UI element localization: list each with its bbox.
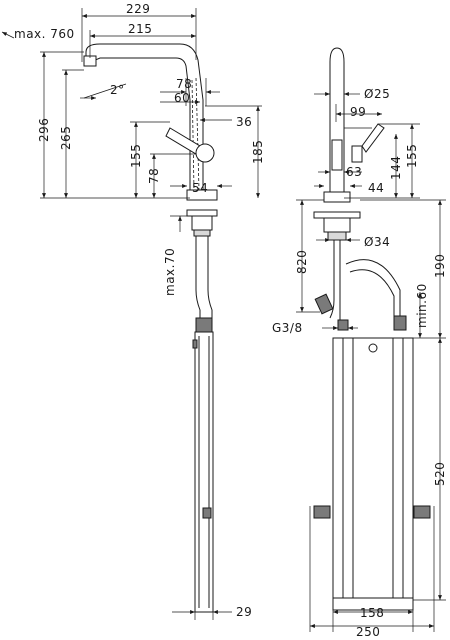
label-190: 190 (433, 254, 447, 278)
side-mount-plate (186, 209, 218, 217)
dimension-lines (1, 8, 446, 632)
side-handle-knob (195, 143, 215, 163)
side-handle (165, 127, 201, 155)
front-box (332, 337, 414, 601)
label-max-70: max.70 (163, 248, 177, 296)
label-dia-34: Ø34 (364, 235, 390, 249)
label-296: 296 (37, 118, 51, 142)
label-29: 29 (236, 605, 252, 619)
label-60: 60 (174, 91, 190, 105)
label-44: 44 (368, 181, 384, 195)
label-155-left: 155 (129, 144, 143, 168)
label-820: 820 (295, 250, 309, 274)
side-box (194, 331, 214, 613)
front-base (323, 191, 351, 203)
label-185: 185 (251, 140, 265, 164)
label-max-760: max. 760 (14, 27, 75, 41)
label-520: 520 (433, 462, 447, 486)
label-78-left: 78 (147, 168, 161, 184)
label-2-deg: 2° (110, 83, 125, 97)
front-handle (351, 145, 363, 163)
label-78-top: 78 (176, 77, 192, 91)
label-250: 250 (356, 625, 380, 639)
dimension-labels: 229 215 max. 760 2° 78 60 36 296 265 185… (14, 2, 447, 639)
side-view (83, 43, 218, 613)
label-g38: G3/8 (272, 321, 303, 335)
label-144: 144 (389, 156, 403, 180)
label-229: 229 (126, 2, 150, 16)
label-min-60: min.60 (415, 283, 429, 328)
side-base (186, 189, 218, 201)
front-hose-loop (345, 259, 401, 320)
label-54: 54 (192, 181, 208, 195)
front-view (313, 47, 431, 611)
label-dia-25: Ø25 (364, 87, 390, 101)
label-63: 63 (346, 165, 362, 179)
side-hose-dashed (195, 77, 200, 191)
label-155-right: 155 (405, 144, 419, 168)
label-36: 36 (236, 115, 252, 129)
label-158: 158 (360, 606, 384, 620)
side-spout (85, 43, 204, 191)
label-265: 265 (59, 126, 73, 150)
label-99: 99 (350, 105, 366, 119)
label-215: 215 (128, 22, 152, 36)
